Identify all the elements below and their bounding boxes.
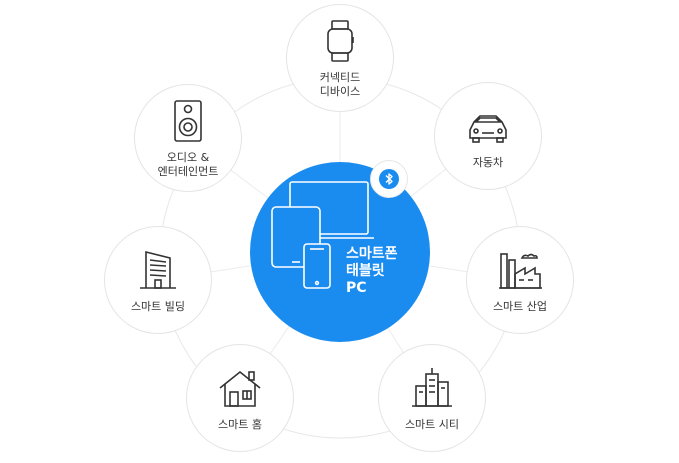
node-label: 스마트 시티 [404,418,460,431]
node-connected-devices: 커넥티드 디바이스 [286,4,394,112]
node-label: 스마트 산업 [492,300,548,313]
node-label: 스마트 빌딩 [130,300,186,313]
house-icon [219,370,261,407]
smartphone-icon [303,243,331,289]
node-smart-building: 스마트 빌딩 [104,226,212,334]
car-icon [469,115,507,143]
node-label: 스마트 홈 [218,418,262,431]
bluetooth-badge [370,160,408,198]
speaker-icon [174,100,202,142]
node-automotive: 자동차 [434,82,542,190]
node-smart-city: 스마트 시티 [378,344,486,452]
node-audio-entertainment: 오디오 & 엔터테인먼트 [134,84,242,192]
node-label: 자동차 [472,156,504,169]
node-label: 커넥티드 디바이스 [319,71,361,98]
devices-icon-group [271,181,374,289]
building-icon [140,250,176,289]
center-hub [250,162,430,342]
node-label: 오디오 & 엔터테인먼트 [157,151,219,178]
smartwatch-icon [327,20,354,62]
node-smart-home: 스마트 홈 [186,344,294,452]
bluetooth-icon [379,169,399,189]
factory-icon [499,253,542,289]
city-icon [412,368,452,407]
node-smart-industry: 스마트 산업 [466,226,574,334]
center-hub-label: 스마트폰 태블릿 PC [346,246,398,296]
